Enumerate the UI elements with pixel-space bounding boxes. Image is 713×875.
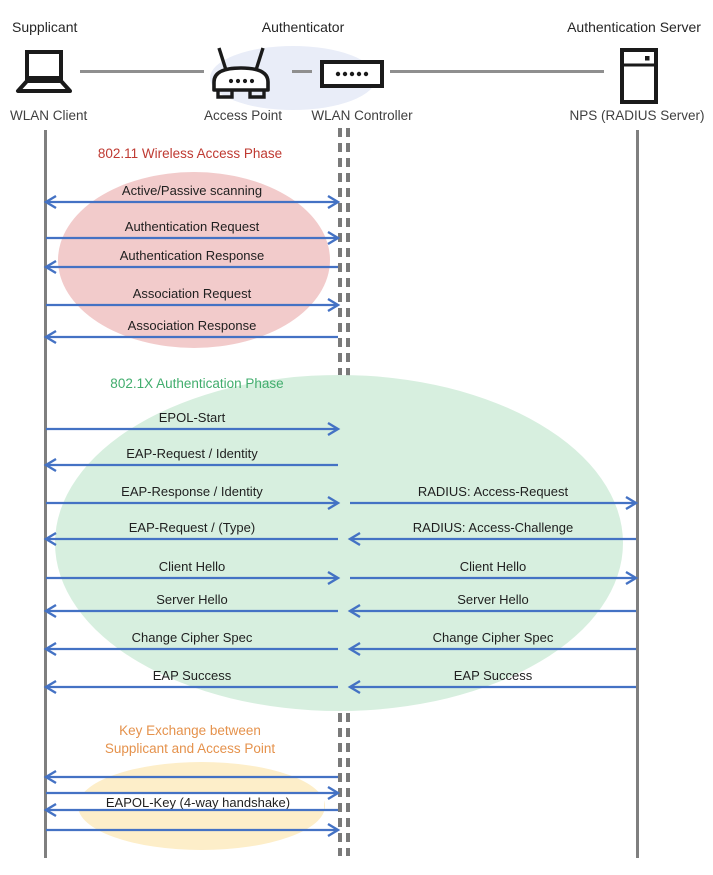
role-supplicant: Supplicant xyxy=(12,19,78,35)
role-authentication-server: Authentication Server xyxy=(567,19,701,35)
server-icon xyxy=(620,48,658,109)
lifeline-radius-server xyxy=(636,130,639,858)
message-label: Association Response xyxy=(127,318,257,333)
message-label: Association Request xyxy=(132,286,252,301)
message-label: Client Hello xyxy=(158,559,226,574)
message-label: Active/Passive scanning xyxy=(121,183,263,198)
message-label: EPOL-Start xyxy=(158,410,226,425)
message-label: EAP-Request / Identity xyxy=(126,446,258,461)
access-point-icon xyxy=(206,44,276,111)
phase-title-8021x: 802.1X Authentication Phase xyxy=(110,376,284,391)
message-label: Server Hello xyxy=(156,592,228,607)
message-label: Client Hello xyxy=(459,559,527,574)
phase-title-key-exchange-line1: Key Exchange between xyxy=(119,723,261,738)
phase-title-80211: 802.11 Wireless Access Phase xyxy=(97,146,283,161)
message-label: Change Cipher Spec xyxy=(432,630,554,645)
message-label: Authentication Request xyxy=(124,219,260,234)
message-label: EAP Success xyxy=(453,668,533,683)
phase-title-key-exchange: Key Exchange between Supplicant and Acce… xyxy=(105,722,275,758)
message-label: EAP Success xyxy=(152,668,232,683)
connector-line-ap-controller xyxy=(292,70,312,73)
message-label: Change Cipher Spec xyxy=(131,630,253,645)
device-label-wlan-controller: WLAN Controller xyxy=(311,108,413,123)
laptop-icon xyxy=(12,50,76,103)
message-label: EAP-Request / (Type) xyxy=(128,520,256,535)
message-label: Authentication Response xyxy=(119,248,265,263)
message-label: EAP-Response / Identity xyxy=(121,484,263,499)
device-label-nps-radius-server: NPS (RADIUS Server) xyxy=(569,108,705,123)
device-label-wlan-client: WLAN Client xyxy=(10,108,88,123)
message-label: RADIUS: Access-Request xyxy=(417,484,569,499)
connector-line-controller-server xyxy=(390,70,604,73)
lifeline-wlan-client xyxy=(44,130,47,858)
message-label: RADIUS: Access-Challenge xyxy=(412,520,574,535)
device-label-access-point: Access Point xyxy=(203,108,283,123)
connector-line-client-ap xyxy=(80,70,204,73)
message-label: Server Hello xyxy=(457,592,529,607)
phase-title-key-exchange-line2: Supplicant and Access Point xyxy=(104,741,276,756)
message-label: EAPOL-Key (4-way handshake) xyxy=(72,794,324,811)
wlan-controller-icon xyxy=(320,60,384,93)
role-authenticator: Authenticator xyxy=(261,19,345,35)
